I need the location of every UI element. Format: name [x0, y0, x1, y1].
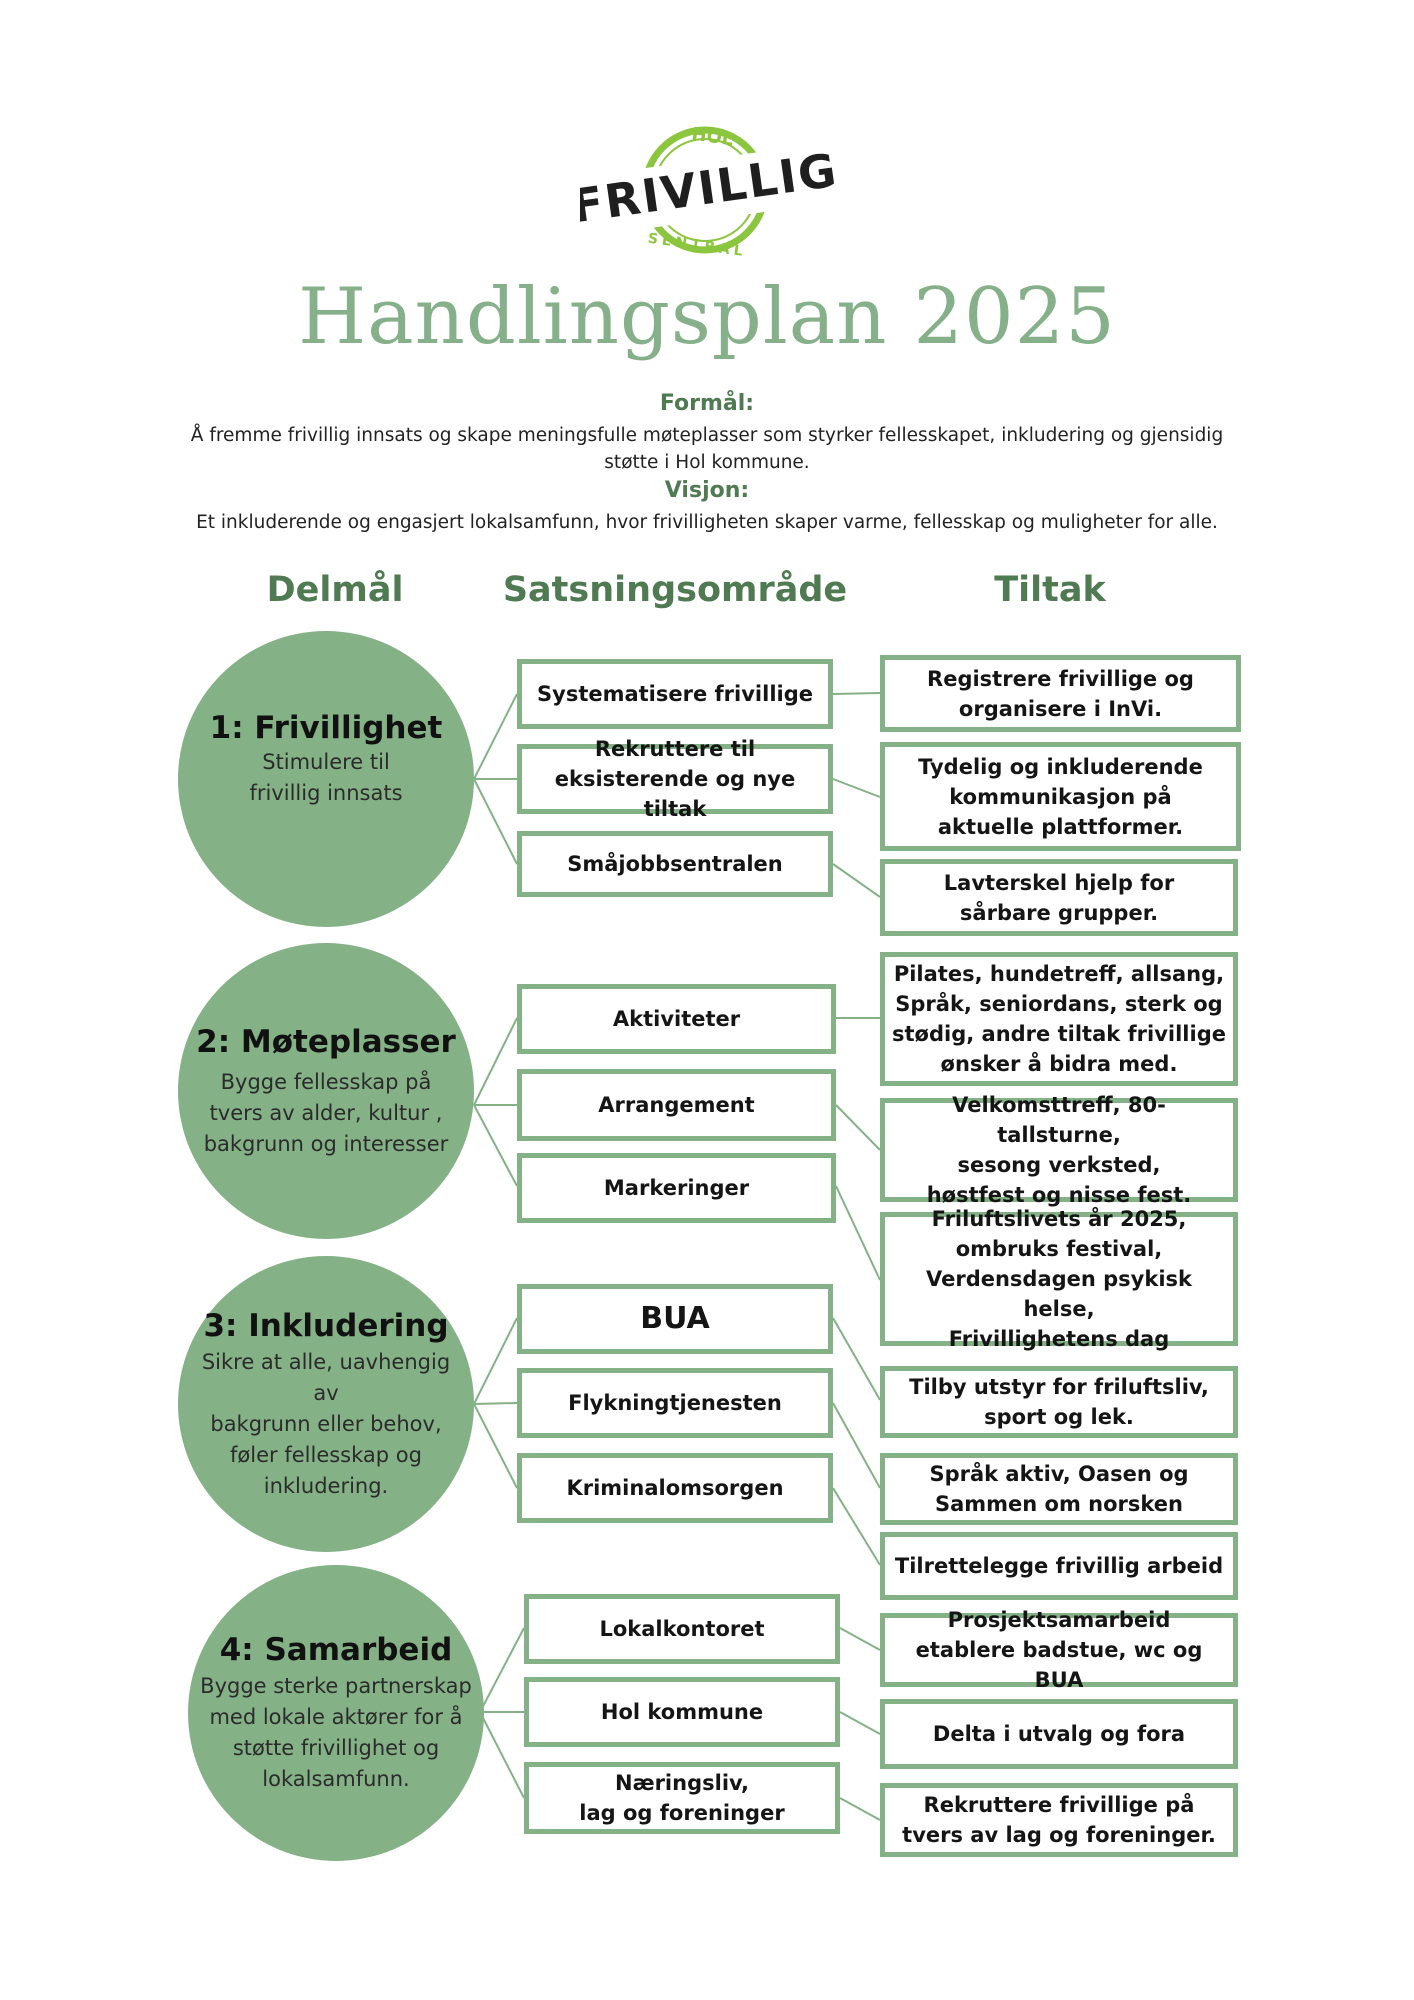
area-box-lokalkontoret: Lokalkontoret [524, 1594, 840, 1664]
area-box-systematisere-frivillige: Systematisere frivillige [517, 659, 833, 729]
goal-title: 4: Samarbeid [219, 1632, 453, 1668]
area-box-markeringer: Markeringer [517, 1153, 836, 1223]
area-label: Aktiviteter [612, 1007, 741, 1031]
action-label: Sammen om norsken [934, 1492, 1183, 1516]
visjon-heading: Visjon: [664, 478, 750, 503]
action-box-kommunikasjon: Tydelig og inkluderende kommunikasjon på a… [880, 742, 1241, 851]
action-label: Tydelig og inkluderende [918, 754, 1203, 779]
area-box-arrangement: Arrangement [517, 1069, 836, 1141]
action-box-sprak-aktiv: Språk aktiv, Oasen og Sammen om norsken [880, 1453, 1238, 1525]
goal-circle-moteplasser: 2: Møteplasser Bygge fellesskap på tvers… [178, 943, 474, 1239]
action-label: ønsker å bidra med. [940, 1052, 1178, 1076]
action-label: sesong verksted, [957, 1153, 1161, 1177]
action-label: Lavterskel hjelp for [943, 870, 1175, 895]
action-label: Friluftslivets år 2025, [931, 1207, 1187, 1231]
formal-text: Å fremme frivillig innsats og skape meni… [170, 422, 1244, 476]
area-box-rekruttere: Rekruttere til eksisterende og nye tiltak [517, 737, 833, 821]
action-box-rekruttere-frivillige: Rekruttere frivillige på tvers av lag og … [880, 1783, 1238, 1857]
goal-circle-samarbeid: 4: Samarbeid Bygge sterke partnerskap me… [188, 1565, 484, 1861]
frivillig-sentral-logo: HOL FRIVILLIG SENTRAL [580, 124, 840, 260]
formal-line-1: Å fremme frivillig innsats og skape meni… [190, 425, 1224, 446]
goal-description-line: Stimulere til [262, 750, 390, 774]
area-box-aktiviteter: Aktiviteter [517, 984, 836, 1054]
area-label: Markeringer [603, 1176, 750, 1200]
action-label: ombruks festival, [955, 1237, 1163, 1261]
action-label: Prosjektsamarbeid [947, 1608, 1171, 1632]
formal-line-2: støtte i Hol kommune. [604, 452, 810, 473]
goal-description-line: Bygge fellesskap på [220, 1069, 432, 1094]
goal-description-line: Sikre at alle, uavhengig av [201, 1349, 451, 1405]
column-header-satsningsomrade: Satsningsområde [502, 570, 848, 610]
area-box-flykningtjenesten: Flykningtjenesten [517, 1368, 833, 1438]
page-title: Handlingsplan 2025 [298, 272, 1116, 362]
area-label: Hol kommune [600, 1700, 764, 1724]
formal-heading: Formål: [659, 391, 755, 416]
action-label: kommunikasjon på [949, 784, 1172, 809]
action-box-aktiviteter-tiltak: Pilates, hundetreff, allsang, Språk, seni… [880, 952, 1238, 1086]
action-box-markeringer-tiltak: Friluftslivets år 2025, ombruks festival,… [880, 1207, 1238, 1351]
action-label: Tilby utstyr for friluftsliv, [909, 1375, 1209, 1399]
action-label: høstfest og nisse fest. [926, 1183, 1192, 1207]
goal-description-line: bakgrunn og interesser [203, 1131, 449, 1156]
area-box-naeringsliv: Næringsliv, lag og foreninger [524, 1762, 840, 1834]
action-label: Velkomsttreff, 80-tallsturne, [952, 1093, 1166, 1147]
goal-title: 1: Frivillighet [209, 710, 443, 746]
goal-circle-frivillighet: 1: Frivillighet Stimulere til frivillig … [178, 631, 474, 927]
action-label: sport og lek. [984, 1405, 1134, 1429]
action-box-arrangement-tiltak: Velkomsttreff, 80-tallsturne, sesong verk… [880, 1093, 1238, 1207]
action-label: Frivillighetens dag [948, 1327, 1170, 1351]
area-label: Lokalkontoret [599, 1617, 765, 1641]
action-label: Språk, seniordans, sterk og [895, 992, 1223, 1016]
goal-description-line: lokalsamfunn. [262, 1767, 410, 1791]
action-box-utstyr: Tilby utstyr for friluftsliv, sport og le… [880, 1366, 1238, 1438]
goal-title: 2: Møteplasser [196, 1023, 456, 1060]
action-label: Rekruttere frivillige på [923, 1793, 1195, 1817]
action-box-tilrettelegge: Tilrettelegge frivillig arbeid [880, 1532, 1238, 1600]
area-box-bua: BUA [517, 1284, 833, 1354]
area-label: Småjobbsentralen [567, 852, 783, 876]
goal-description-line: frivillig innsats [249, 781, 403, 805]
area-label: Næringsliv, [615, 1771, 749, 1795]
action-label: Verdensdagen psykisk helse, [925, 1267, 1193, 1321]
action-box-registrere: Registrere frivillige og organisere i InV… [880, 655, 1241, 732]
goal-description-line: tvers av alder, kultur , [209, 1100, 443, 1125]
visjon-text: Et inkluderende og engasjert lokalsamfun… [196, 512, 1218, 533]
goal-description-line: føler fellesskap og [230, 1442, 422, 1467]
action-label: aktuelle plattformer. [937, 814, 1184, 839]
area-box-kriminalomsorgen: Kriminalomsorgen [517, 1453, 833, 1523]
action-label: stødig, andre tiltak frivillige [892, 1022, 1226, 1046]
goal-description-line: støtte frivillighet og [232, 1736, 440, 1760]
action-label: Språk aktiv, Oasen og [929, 1462, 1189, 1486]
action-label: organisere i InVi. [958, 696, 1163, 721]
action-label: etablere badstue, wc og BUA [915, 1638, 1203, 1692]
action-label: Pilates, hundetreff, allsang, [893, 962, 1225, 986]
goal-description-line: inkludering. [263, 1473, 389, 1498]
column-header-delmal: Delmål [266, 570, 404, 610]
goal-circle-inkludering: 3: Inkludering Sikre at alle, uavhengig … [178, 1256, 474, 1552]
action-box-delta-utvalg: Delta i utvalg og fora [880, 1699, 1238, 1769]
column-header-tiltak: Tiltak [994, 570, 1106, 610]
area-label: Flykningtjenesten [568, 1391, 782, 1415]
action-label: Registrere frivillige og [927, 666, 1194, 691]
area-label: Rekruttere til [594, 737, 756, 761]
area-label: Arrangement [598, 1093, 755, 1117]
action-box-prosjektsamarbeid: Prosjektsamarbeid etablere badstue, wc og… [880, 1608, 1238, 1692]
area-label: Systematisere frivillige [537, 682, 813, 706]
action-label: Tilrettelegge frivillig arbeid [894, 1554, 1224, 1578]
action-label: tvers av lag og foreninger. [902, 1823, 1216, 1847]
area-label: BUA [640, 1301, 710, 1336]
action-label: Delta i utvalg og fora [932, 1722, 1186, 1746]
area-label: eksisterende og nye tiltak [554, 767, 796, 821]
goal-description-line: Bygge sterke partnerskap [200, 1674, 472, 1698]
goal-description-line: bakgrunn eller behov, [210, 1411, 442, 1436]
area-label: lag og foreninger [579, 1801, 785, 1825]
area-label: Kriminalomsorgen [566, 1476, 784, 1500]
area-box-smajobbsentralen: Småjobbsentralen [517, 831, 833, 897]
area-box-hol-kommune: Hol kommune [524, 1677, 840, 1747]
goal-title: 3: Inkludering [203, 1307, 449, 1344]
action-label: sårbare grupper. [959, 900, 1159, 925]
goal-description-line: med lokale aktører for å [209, 1705, 463, 1729]
action-box-lavterskel: Lavterskel hjelp for sårbare grupper. [880, 859, 1238, 936]
